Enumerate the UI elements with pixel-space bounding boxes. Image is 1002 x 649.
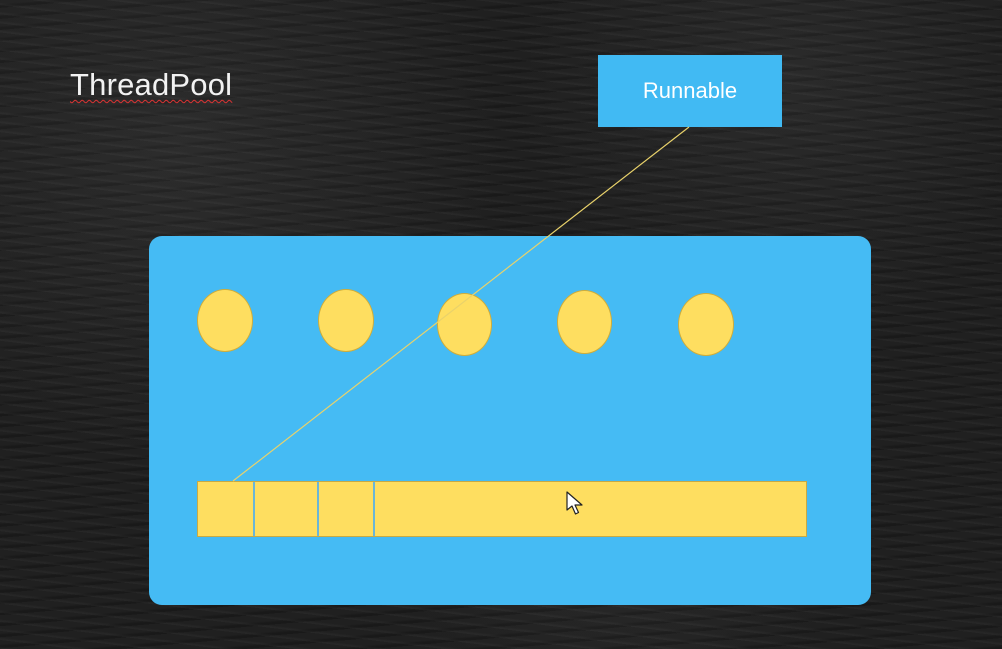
task-queue [197,481,807,537]
thread-circle-5 [678,293,734,356]
queue-slot-divider-1 [253,482,255,536]
queue-slot-divider-3 [373,482,375,536]
slide-title: ThreadPool [70,67,233,102]
thread-circle-1 [197,289,253,352]
arrow-cursor-icon [566,491,583,515]
thread-circle-3 [437,293,492,356]
thread-circle-2 [318,289,374,352]
thread-circle-4 [557,290,612,354]
queue-slot-divider-2 [317,482,319,536]
runnable-box: Runnable [598,55,782,127]
thread-pool-container [149,236,871,605]
